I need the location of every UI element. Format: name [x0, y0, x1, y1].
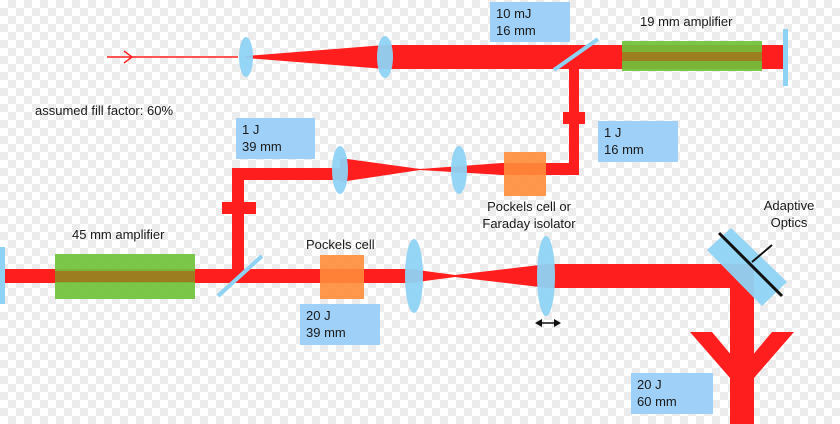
info-box-1j-39mm: 1 J 39 mm — [236, 118, 315, 159]
amplifier-19mm-label: 19 mm amplifier — [640, 14, 733, 29]
pockels-faraday-label: Pockels cell or Faraday isolator — [466, 198, 592, 232]
info-box-1j-16mm-diameter: 16 mm — [604, 142, 644, 157]
pockels-faraday-line2: Faraday isolator — [482, 216, 576, 231]
lens-6-movable — [537, 236, 555, 316]
adaptive-optics-line1: Adaptive — [763, 198, 815, 213]
lens-2 — [377, 36, 393, 78]
pockels-cell-lower — [320, 255, 364, 299]
beam-lower-right — [548, 264, 754, 288]
adaptive-optics-label: Adaptive Optics — [752, 197, 826, 231]
lens-5 — [405, 239, 423, 313]
beam-splitter-top — [552, 37, 600, 72]
end-mirror-left — [0, 247, 5, 304]
lens-3 — [332, 146, 348, 194]
adaptive-optics-line2: Optics — [770, 215, 808, 230]
amplifier-45mm-label: 45 mm amplifier — [72, 227, 165, 242]
pockels-faraday-line1: Pockels cell or — [487, 199, 571, 214]
info-box-20j-60mm-energy: 20 J — [637, 377, 662, 392]
info-box-1j-16mm: 1 J 16 mm — [598, 121, 678, 162]
beam-splitter-lower — [216, 254, 264, 298]
amplifier-19mm-core — [622, 52, 762, 61]
double-arrow-icon — [535, 319, 561, 327]
info-box-1j-16mm-energy: 1 J — [604, 125, 622, 140]
beam-middle-vertical-tip — [222, 202, 256, 226]
beam-middle-taper-left — [340, 158, 420, 182]
beam-top-expanding — [246, 45, 385, 69]
info-box-20j-39mm: 20 J 39 mm — [300, 304, 380, 345]
end-mirror-right — [783, 29, 788, 86]
lens-4 — [451, 146, 467, 194]
info-box-20j-60mm-diameter: 60 mm — [637, 394, 677, 409]
beam-lower-focus-out — [455, 264, 548, 288]
info-box-20j-39mm-diameter: 39 mm — [306, 325, 346, 340]
fill-factor-note: assumed fill factor: 60% — [35, 103, 174, 118]
info-box-1j-39mm-diameter: 39 mm — [242, 139, 282, 154]
info-box-20j-60mm: 20 J 60 mm — [631, 373, 713, 414]
seed-arrow-icon — [123, 50, 134, 64]
pockels-cell-label: Pockels cell — [306, 237, 375, 252]
beam-middle-left — [232, 168, 340, 180]
pockels-cell-faraday — [504, 152, 546, 196]
info-box-10mj: 10 mJ 16 mm — [490, 2, 570, 42]
amplifier-45mm-core — [55, 271, 195, 282]
info-box-10mj-diameter: 16 mm — [496, 23, 536, 38]
info-box-20j-39mm-energy: 20 J — [306, 308, 331, 323]
beam-top-vertical-tip — [563, 112, 585, 130]
info-box-10mj-energy: 10 mJ — [496, 6, 532, 21]
beam-output-fork — [690, 332, 794, 424]
info-box-1j-39mm-energy: 1 J — [242, 122, 260, 137]
lens-1 — [239, 37, 253, 77]
adaptive-optics-mirror — [707, 228, 787, 306]
